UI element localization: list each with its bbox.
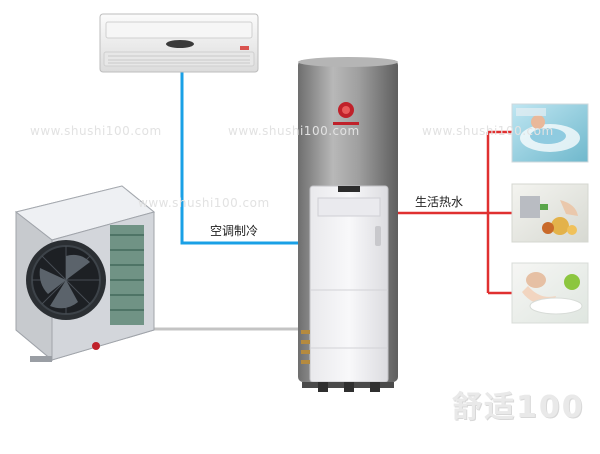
- domestic-hot-water-label: 生活热水: [415, 195, 464, 209]
- washbasin-photo: [511, 262, 589, 324]
- watermark: www.shushi100.com: [228, 124, 360, 138]
- brand-watermark: 舒适100: [452, 390, 585, 425]
- pipe-fittings: [301, 330, 310, 364]
- bathtub-photo: [511, 103, 589, 163]
- water-tank-icon: [298, 57, 398, 392]
- hot-water-pipes: [398, 130, 512, 295]
- watermark: www.shushi100.com: [30, 124, 162, 138]
- watermark: www.shushi100.com: [138, 196, 270, 210]
- outdoor-heat-pump-unit-icon: [14, 185, 156, 362]
- kitchen-sink-photo: [511, 183, 589, 243]
- brand-logo-icon: [333, 102, 359, 125]
- watermark: www.shushi100.com: [422, 124, 554, 138]
- cold-pipe: [180, 72, 298, 245]
- ac-cooling-label: 空调制冷: [210, 224, 259, 238]
- indoor-ac-unit-icon: [99, 13, 259, 73]
